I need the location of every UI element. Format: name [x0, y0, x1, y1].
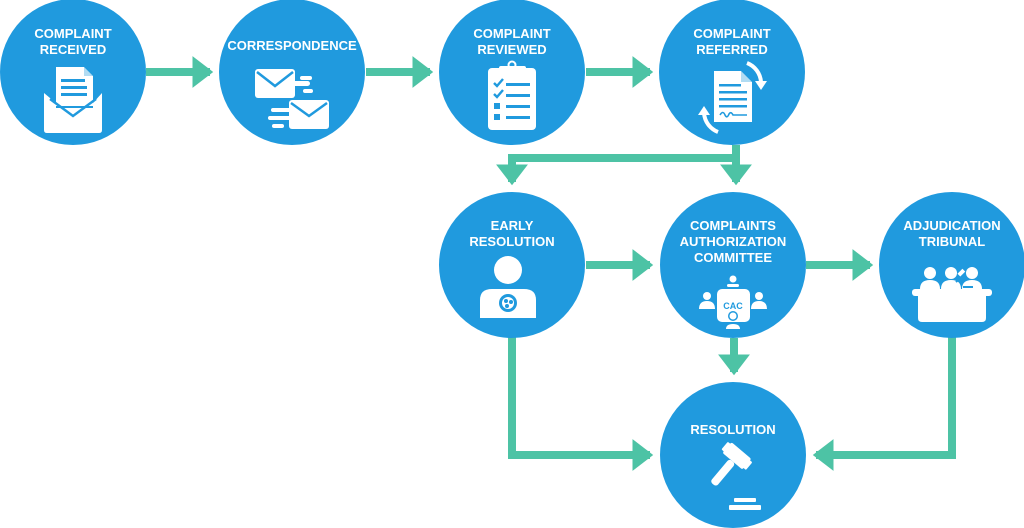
node-label-line: COMPLAINT	[473, 26, 550, 41]
node-cac: COMPLAINTS AUTHORIZATION COMMITTEE CAC	[660, 192, 806, 338]
tribunal-bench-icon	[912, 267, 992, 322]
connector-early-resolution-to-resolution	[508, 335, 654, 471]
node-complaint-received: COMPLAINT RECEIVED	[0, 0, 146, 145]
connector-referred-to-early-resolution	[496, 145, 740, 186]
node-label-line: REVIEWED	[477, 42, 546, 57]
node-complaint-referred: COMPLAINT REFERRED	[659, 0, 805, 145]
node-label-line: RECEIVED	[40, 42, 106, 57]
node-label-line: TRIBUNAL	[919, 234, 985, 249]
node-label-line: REFERRED	[696, 42, 768, 57]
node-label-line: COMPLAINT	[34, 26, 111, 41]
node-adjudication-tribunal: ADJUDICATION TRIBUNAL	[879, 192, 1024, 338]
node-correspondence: CORRESPONDENCE	[219, 0, 365, 145]
node-label-line: RESOLUTION	[690, 422, 775, 437]
node-label-line: EARLY	[491, 218, 534, 233]
cac-icon-text: CAC	[723, 301, 743, 311]
mail-exchange-icon	[255, 69, 329, 129]
node-label-line: COMMITTEE	[694, 250, 772, 265]
clipboard-checklist-icon	[488, 60, 536, 130]
node-complaint-reviewed: COMPLAINT REVIEWED	[439, 0, 585, 145]
node-label-line: CORRESPONDENCE	[227, 38, 357, 53]
committee-table-icon: CAC	[699, 275, 767, 330]
node-early-resolution: EARLY RESOLUTION	[439, 192, 585, 338]
node-circle	[660, 192, 806, 338]
person-badge-icon	[480, 256, 536, 318]
node-label-line: COMPLAINTS	[690, 218, 776, 233]
node-resolution: RESOLUTION	[660, 382, 806, 528]
node-label-line: AUTHORIZATION	[680, 234, 787, 249]
node-label-line: ADJUDICATION	[903, 218, 1000, 233]
node-label-line: RESOLUTION	[469, 234, 554, 249]
connector-adjudication-to-resolution	[812, 335, 956, 471]
envelope-document-icon	[44, 67, 102, 133]
gavel-icon	[711, 442, 761, 510]
node-label-line: COMPLAINT	[693, 26, 770, 41]
node-circle	[879, 192, 1024, 338]
document-refer-icon	[698, 61, 767, 134]
